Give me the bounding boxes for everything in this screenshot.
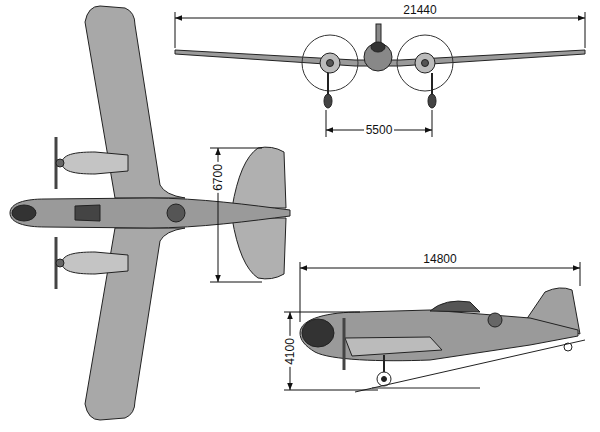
cockpit [75, 205, 100, 221]
tailplane-upper [232, 147, 286, 208]
fuselage-side [300, 310, 578, 361]
spinner-front [422, 60, 429, 67]
gear-strut [327, 73, 329, 96]
spinner-lower [56, 259, 64, 267]
gear-strut [383, 355, 385, 372]
nacelle-side [345, 337, 442, 356]
extension-line [580, 262, 581, 286]
extension-line [175, 12, 176, 48]
spinner-upper [56, 159, 64, 167]
turret [167, 204, 185, 222]
dimension-line [175, 18, 585, 19]
plan-view [10, 6, 290, 420]
ground-line [372, 388, 480, 389]
dimension-length [300, 262, 580, 322]
wheel-front [324, 94, 332, 108]
dimension-track [326, 110, 432, 137]
propeller-side [343, 318, 346, 370]
extension-line [284, 312, 360, 313]
front-view [175, 24, 585, 108]
dimension-line [300, 268, 580, 269]
dimension-height [284, 312, 378, 390]
nacelle-front [320, 53, 340, 73]
extension-line [300, 262, 301, 322]
extension-line [432, 110, 433, 137]
dimension-value: 4100 [283, 336, 296, 367]
canopy-front [371, 42, 385, 52]
dimension-span-tail [210, 148, 262, 282]
nacelle-front [415, 53, 435, 73]
ground-line [355, 340, 585, 392]
nose-glazing [12, 205, 36, 221]
side-view [300, 288, 585, 392]
extension-line [585, 12, 586, 48]
tailplane-lower [232, 218, 286, 279]
nacelle-lower [62, 252, 128, 274]
prop-disc [397, 35, 453, 91]
main-wheel-hub [382, 377, 387, 382]
nacelle-upper [62, 152, 128, 174]
wheel-front [428, 94, 436, 108]
prop-disc [302, 35, 358, 91]
extension-line [326, 110, 327, 137]
dimension-value: 5500 [364, 124, 395, 137]
extension-line [284, 390, 378, 391]
gear-strut [431, 73, 433, 96]
fuselage-front [364, 43, 392, 71]
canopy-side [430, 301, 480, 312]
dimension-span [175, 12, 585, 48]
nose-glazing [302, 319, 334, 347]
dimension-value: 14800 [421, 253, 458, 266]
dimension-value: 6700 [211, 162, 224, 193]
spinner-front [327, 60, 334, 67]
fuselage [10, 198, 290, 228]
turret [488, 313, 502, 327]
dimension-value: 21440 [401, 4, 438, 17]
